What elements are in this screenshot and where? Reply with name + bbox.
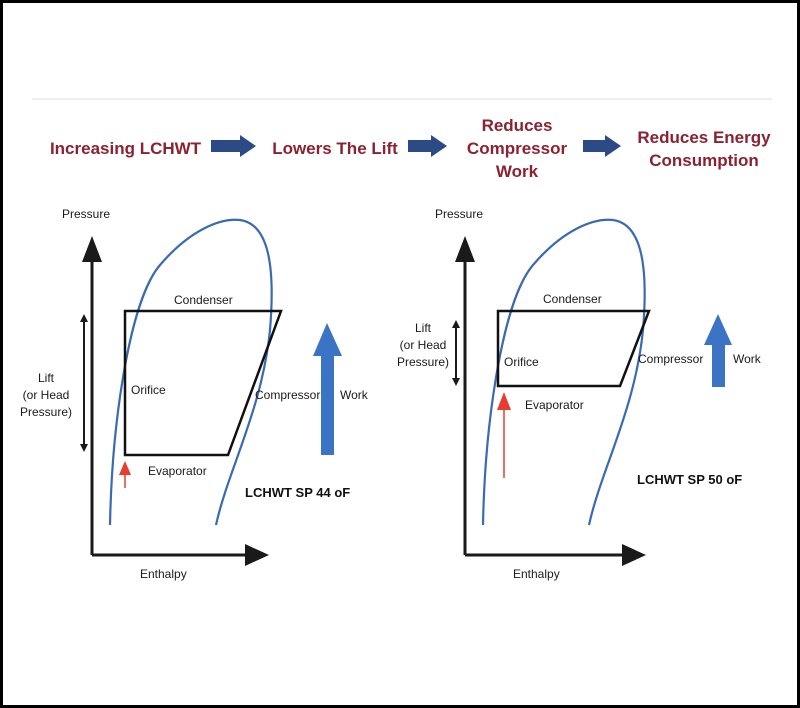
ph-diagram-right: Pressure Enthalpy Condenser Evaporator O… (397, 207, 762, 581)
evaporator-label: Evaporator (525, 398, 584, 412)
lift-label-line2: (or Head (400, 338, 447, 352)
flow-arrow-3 (583, 135, 621, 157)
orifice-label: Orifice (504, 355, 539, 369)
work-arrow-shaft (321, 355, 334, 455)
pressure-axis-arrowhead (455, 236, 475, 262)
lift-indicator-arrowhead (119, 461, 131, 475)
diagram-canvas: Pressure Enthalpy Condenser Evaporator O… (20, 98, 772, 581)
pressure-label: Pressure (435, 207, 483, 221)
refrigeration-cycle (496, 309, 651, 388)
enthalpy-label: Enthalpy (140, 567, 187, 581)
lift-indicator-arrowhead (497, 392, 511, 410)
work-arrow-shaft (712, 343, 725, 387)
flow-step-increasing-lchwt: Increasing LCHWT (49, 139, 202, 158)
lift-label-line3: Pressure) (397, 355, 449, 369)
work-label: Work (340, 388, 369, 402)
condenser-label: Condenser (174, 293, 233, 307)
compressor-label: Compressor (638, 352, 703, 366)
enthalpy-axis-arrowhead (622, 544, 646, 566)
pressure-label: Pressure (62, 207, 110, 221)
flow-step-lowers-lift: Lowers The Lift (272, 139, 398, 158)
saturation-dome (108, 218, 273, 526)
work-arrow-head (704, 314, 732, 345)
setpoint-label: LCHWT SP 44 oF (245, 485, 350, 500)
setpoint-label: LCHWT SP 50 oF (637, 472, 742, 487)
evaporator-label: Evaporator (148, 464, 207, 478)
enthalpy-axis-arrowhead (245, 544, 269, 566)
flow-step-reduces-energy: Reduces Energy Consumption (637, 128, 771, 170)
flow-step-reduces-work: Reduces Compressor Work (466, 116, 568, 181)
orifice-label: Orifice (131, 383, 166, 397)
condenser-label: Condenser (543, 292, 602, 306)
work-label: Work (733, 352, 762, 366)
flow-arrow-1 (211, 135, 256, 157)
compressor-label: Compressor (255, 388, 320, 402)
work-arrow-head (313, 323, 342, 356)
saturation-dome (481, 218, 646, 526)
lift-label-line1: Lift (38, 371, 55, 385)
lift-label-line2: (or Head (23, 388, 70, 402)
lift-label-line3: Pressure) (20, 405, 72, 419)
enthalpy-label: Enthalpy (513, 567, 560, 581)
pressure-axis-arrowhead (82, 236, 102, 262)
lift-label-line1: Lift (415, 321, 432, 335)
flow-arrow-2 (408, 135, 447, 157)
ph-diagram-left: Pressure Enthalpy Condenser Evaporator O… (20, 207, 369, 581)
refrigeration-cycle (123, 309, 283, 457)
